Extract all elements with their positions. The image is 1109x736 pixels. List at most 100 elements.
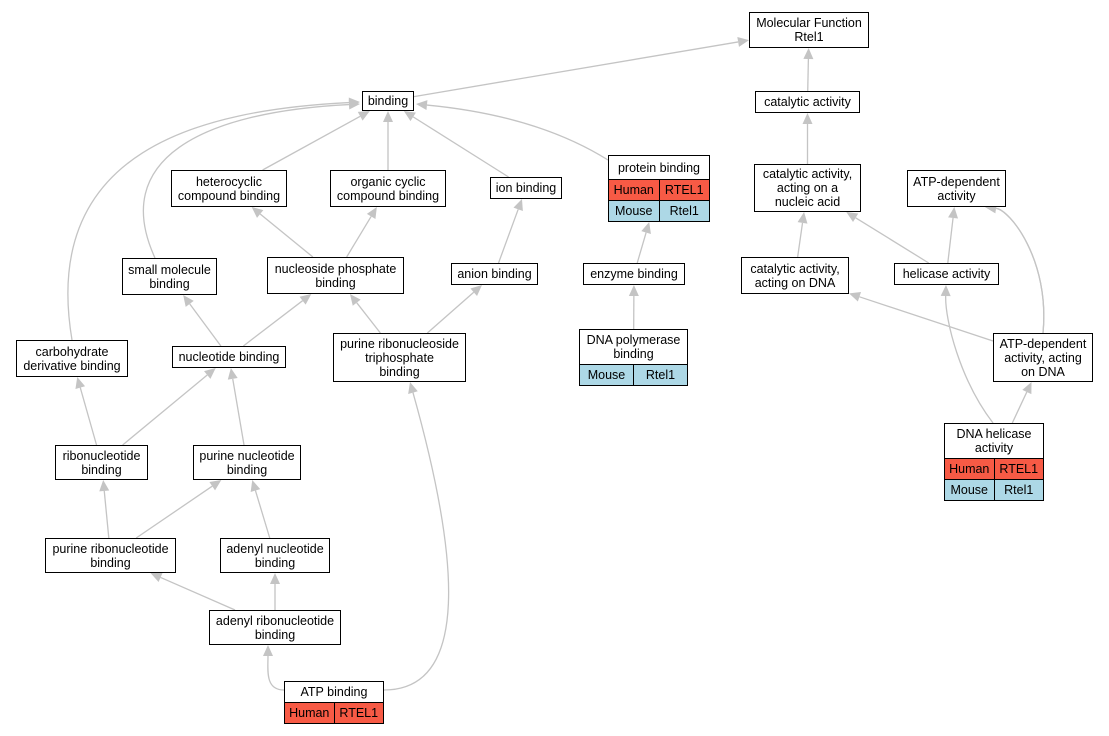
mouse-species-cell: Mouse — [609, 201, 659, 221]
node-atp-dep-dna: ATP-dependent activity, acting on DNA — [993, 333, 1093, 382]
node-adenyl-ribonucleotide: adenyl ribonucleotide binding — [209, 610, 341, 645]
edge-arrowhead — [802, 113, 813, 124]
edge-arrowhead — [1022, 382, 1032, 395]
human-species-cell: Human — [945, 459, 994, 479]
mouse-gene-cell: Rtel1 — [633, 365, 687, 385]
node-label: catalytic activity, acting on a nucleic … — [762, 167, 853, 209]
edge-atp-dep-dna-to-cat-dna — [859, 296, 994, 342]
edge-arrowhead — [209, 480, 222, 491]
node-label: nucleotide binding — [178, 350, 280, 364]
node-label: purine ribonucleoside triphosphate bindi… — [340, 336, 459, 379]
node-label: ribonucleotide binding — [62, 448, 141, 477]
edge-arrowhead — [251, 207, 264, 218]
node-label: DNA polymerase binding — [586, 333, 681, 361]
node-label: helicase activity — [902, 267, 991, 281]
edge-purine-nucleotide-to-nucleotide — [232, 378, 245, 446]
node-label: heterocyclic compound binding — [177, 174, 281, 203]
edge-arrowhead — [348, 97, 360, 108]
node-label: purine ribonucleotide binding — [52, 541, 169, 570]
node-label: ATP-dependent activity — [913, 174, 1000, 203]
node-purine-nucleotide: purine nucleotide binding — [193, 445, 301, 480]
edge-arrowhead — [99, 480, 110, 492]
node-label: Molecular Function Rtel1 — [756, 16, 862, 44]
node-label: protein binding — [617, 160, 700, 175]
edge-catalytic-to-mf — [807, 58, 810, 92]
human-species-cell: Human — [285, 703, 334, 723]
edge-arrowhead — [299, 294, 312, 305]
node-carbohydrate: carbohydrate derivative binding — [16, 340, 128, 377]
edge-ribonucleotide-to-carbohydrate — [79, 387, 98, 446]
edge-cat-dna-to-cat-nucleic — [796, 222, 804, 258]
node-binding: binding — [362, 91, 414, 111]
node-purine-ribonucleoside-tp: purine ribonucleoside triphosphate bindi… — [333, 333, 466, 382]
node-adenyl-nucleotide: adenyl nucleotide binding — [220, 538, 330, 573]
edge-arrowhead — [797, 212, 808, 224]
edge-arrowhead — [204, 368, 216, 379]
node-heterocyclic: heterocyclic compound binding — [171, 170, 287, 207]
edge-arrowhead — [416, 100, 428, 111]
node-catalytic: catalytic activity — [755, 91, 860, 113]
edge-arrowhead — [263, 645, 273, 656]
edge-adenyl-ribonucleotide-to-purine-ribonucleotide — [160, 576, 236, 611]
node-nucleoside-phosphate: nucleoside phosphate binding — [267, 257, 404, 294]
node-organic-cyclic: organic cyclic compound binding — [330, 170, 446, 207]
edge-arrowhead — [940, 285, 951, 297]
node-purine-ribonucleotide: purine ribonucleotide binding — [45, 538, 176, 573]
mouse-species-cell: Mouse — [945, 480, 994, 500]
edge-heterocyclic-to-binding — [262, 115, 361, 171]
node-label: catalytic activity, acting on DNA — [750, 261, 840, 290]
edge-carbohydrate-to-binding — [67, 101, 350, 341]
edge-arrowhead — [846, 212, 859, 223]
node-label: ATP-dependent activity, acting on DNA — [999, 336, 1087, 379]
node-ion-binding: ion binding — [490, 177, 562, 199]
edge-binding-to-mf — [413, 41, 739, 98]
node-label: enzyme binding — [590, 267, 678, 281]
node-label: nucleoside phosphate binding — [274, 261, 397, 290]
edge-nucleotide-to-nucleoside-phosphate — [242, 300, 303, 347]
edge-arrowhead — [75, 377, 86, 389]
edge-arrowhead — [408, 382, 418, 394]
edge-arrowhead — [349, 294, 361, 306]
edge-arrowhead — [628, 285, 639, 297]
edge-arrowhead — [803, 48, 814, 60]
edge-purine-ribonucleotide-to-ribonucleotide — [103, 490, 110, 539]
node-label: organic cyclic compound binding — [336, 174, 440, 203]
edge-purine-ribonucleoside-tp-to-anion-binding — [426, 291, 475, 334]
edge-ribonucleotide-to-nucleotide — [122, 374, 208, 446]
edge-nucleoside-phosphate-to-heterocyclic — [259, 213, 314, 258]
edge-atp-dep-dna-to-atp-dependent — [995, 207, 1045, 334]
edge-arrowhead — [150, 572, 163, 582]
node-label: DNA helicase activity — [956, 427, 1032, 455]
mouse-gene-cell: Rtel1 — [658, 201, 709, 221]
edge-arrowhead — [383, 111, 393, 122]
node-label: catalytic activity — [764, 95, 851, 109]
node-label: purine nucleotide binding — [199, 448, 295, 477]
node-anion-binding: anion binding — [451, 263, 538, 285]
edge-nucleoside-phosphate-to-organic-cyclic — [346, 216, 372, 258]
edge-arrowhead — [366, 207, 377, 220]
edge-arrowhead — [948, 207, 959, 219]
edge-adenyl-nucleotide-to-purine-nucleotide — [254, 490, 271, 539]
edge-arrowhead — [513, 199, 523, 212]
edge-arrowhead — [250, 480, 261, 492]
edge-protein-binding-to-binding — [426, 104, 609, 161]
edge-arrowhead — [470, 285, 482, 297]
node-mf: Molecular Function Rtel1 — [749, 12, 869, 48]
edge-arrowhead — [227, 368, 238, 380]
edge-arrowhead — [403, 111, 416, 122]
edge-atp-binding-to-purine-ribonucleoside-tp — [383, 392, 450, 691]
edge-dna-helicase-to-atp-dep-dna — [1011, 391, 1028, 424]
human-gene-cell: RTEL1 — [993, 459, 1043, 479]
node-helicase: helicase activity — [894, 263, 999, 285]
edge-arrowhead — [270, 573, 280, 584]
edge-enzyme-binding-to-protein-binding — [636, 232, 647, 264]
human-gene-cell: RTEL1 — [333, 703, 383, 723]
node-ribonucleotide: ribonucleotide binding — [55, 445, 148, 480]
node-label: carbohydrate derivative binding — [23, 344, 121, 373]
